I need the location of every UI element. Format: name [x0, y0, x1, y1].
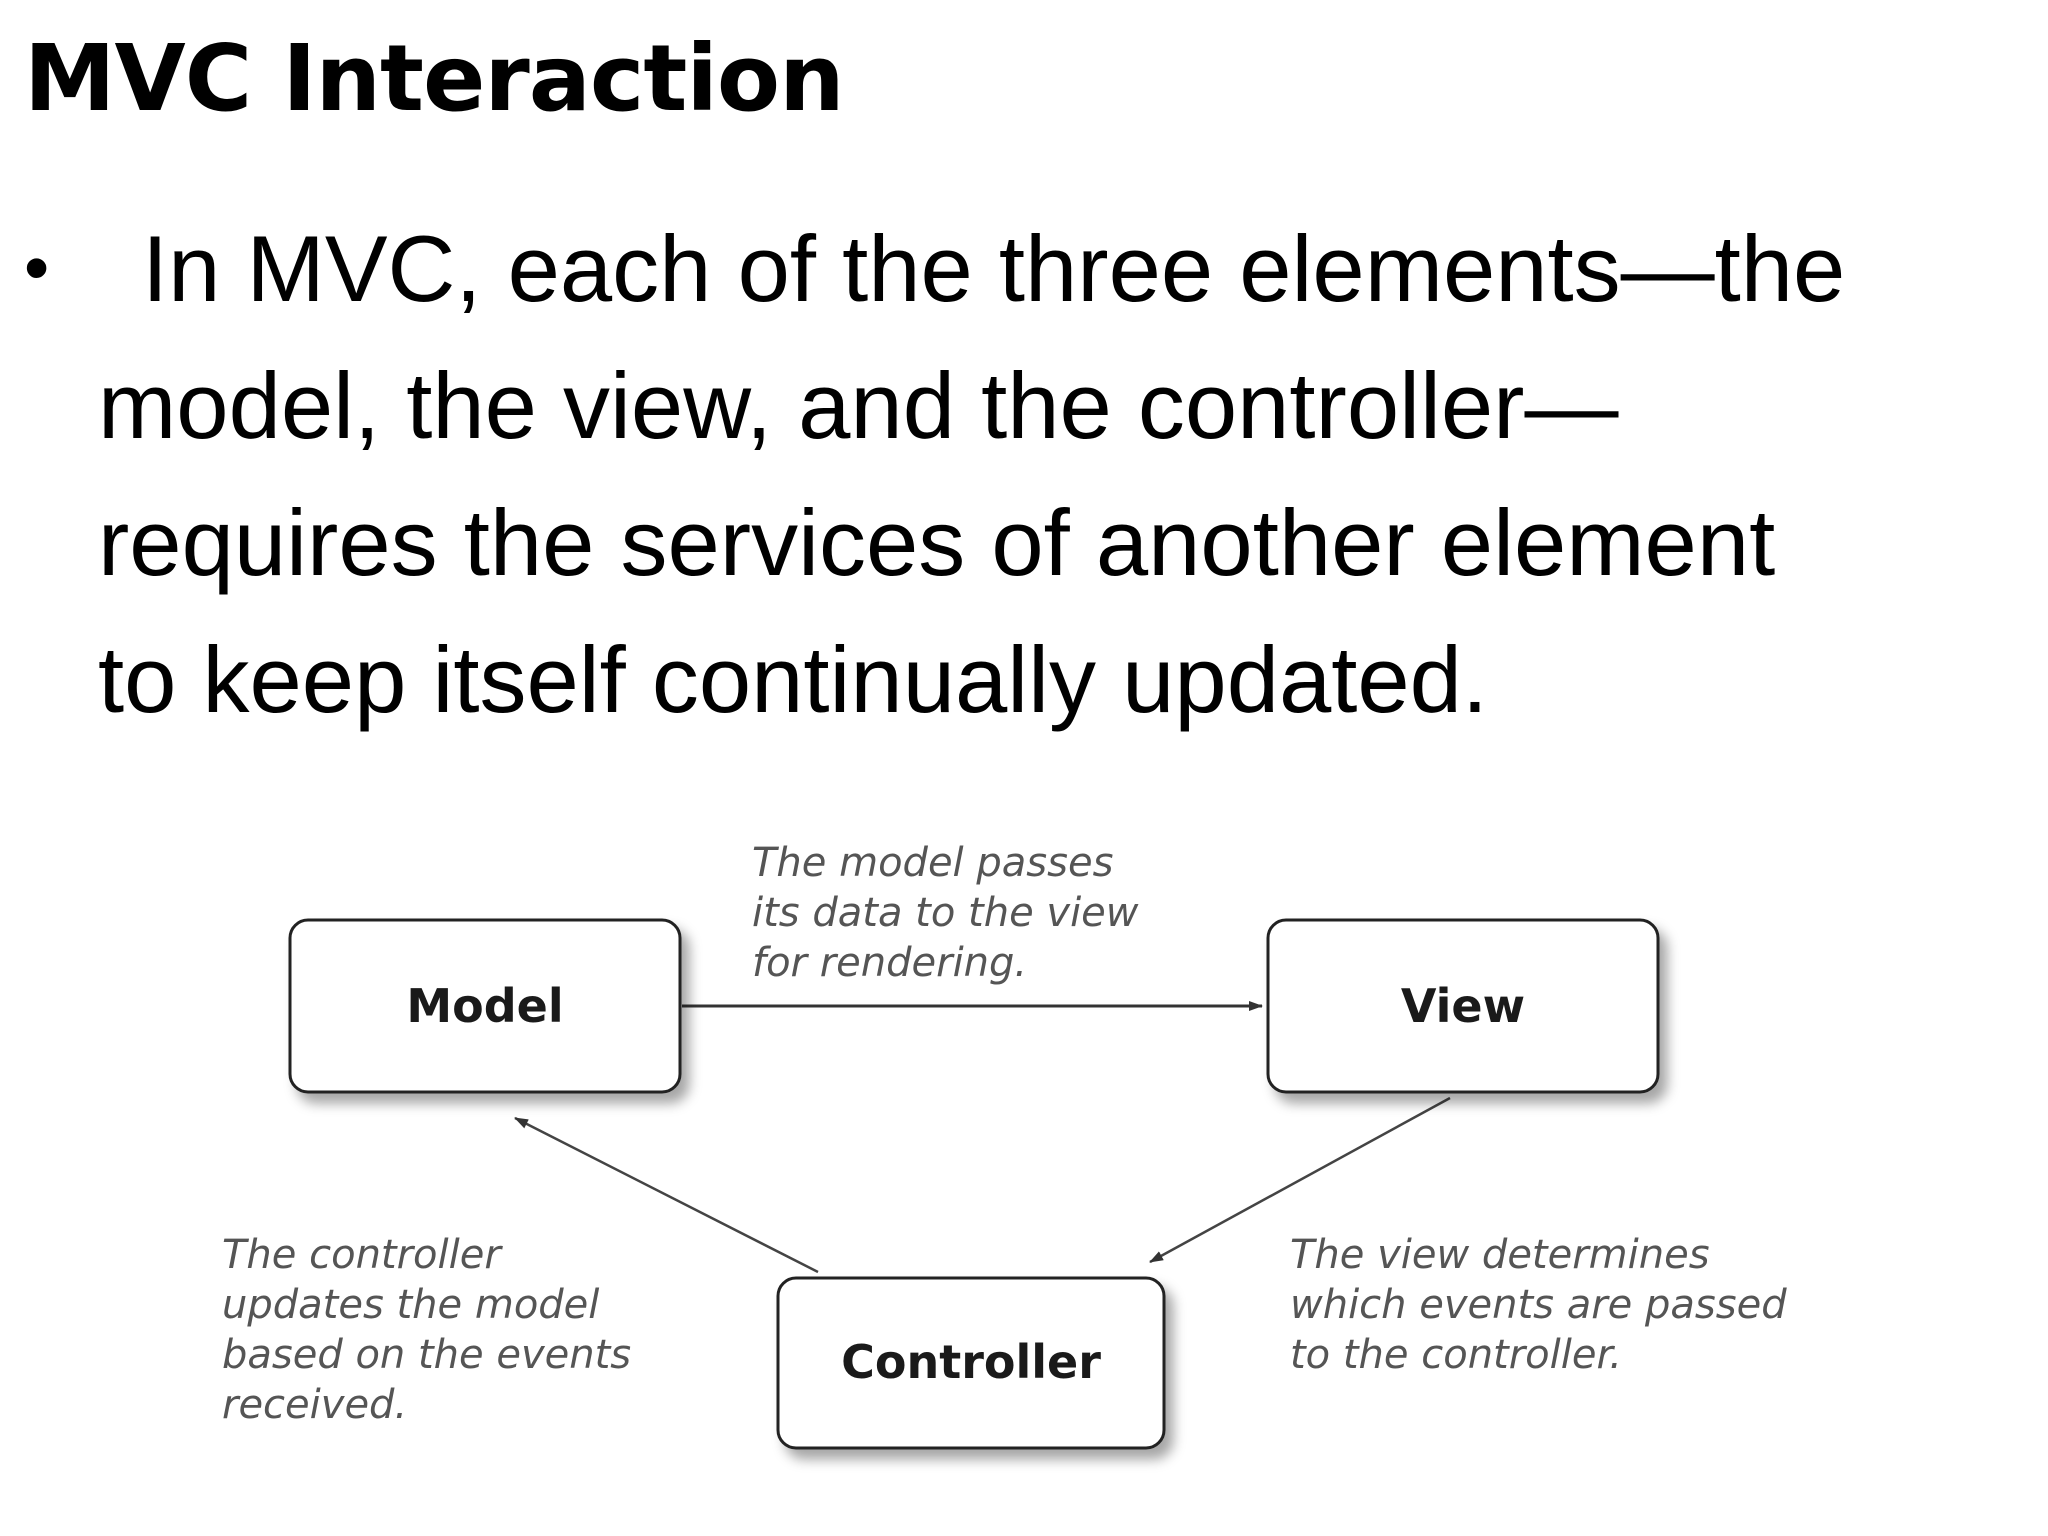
arrow-view-to-controller — [1149, 1096, 1451, 1264]
note-line: received. — [222, 1382, 407, 1428]
model-box: Model — [288, 918, 682, 1094]
bullet-text-line: In MVC, each of the three elements—the — [142, 216, 1846, 321]
note-line: updates the model — [222, 1282, 599, 1328]
bullet-text-line: to keep itself continually updated. — [98, 627, 1489, 732]
note-line: to the controller. — [1290, 1332, 1622, 1378]
view-label: View — [1401, 979, 1525, 1033]
bullet-text-line: model, the view, and the controller— — [98, 353, 1619, 458]
note-line: for rendering. — [752, 940, 1027, 986]
note-line: The view determines — [1290, 1232, 1710, 1278]
note-line: based on the events — [222, 1332, 631, 1378]
arrow-controller-to-model — [514, 1116, 819, 1274]
bullet-icon: • — [24, 228, 50, 308]
note-line: its data to the view — [752, 890, 1139, 936]
view-box: View — [1266, 918, 1660, 1094]
model-label: Model — [406, 979, 563, 1033]
controller-label: Controller — [841, 1335, 1101, 1389]
slide-title: MVC Interaction — [24, 25, 845, 132]
note-line: The controller — [222, 1232, 503, 1278]
controller-box: Controller — [776, 1276, 1166, 1450]
note-model-to-view: The model passes its data to the view fo… — [752, 840, 1139, 986]
bullet-text-line: requires the services of another element — [98, 490, 1776, 595]
note-line: The model passes — [752, 840, 1113, 886]
note-line: which events are passed — [1290, 1282, 1787, 1328]
note-controller-to-model: The controller updates the model based o… — [222, 1232, 631, 1428]
note-view-to-controller: The view determines which events are pas… — [1290, 1232, 1787, 1378]
